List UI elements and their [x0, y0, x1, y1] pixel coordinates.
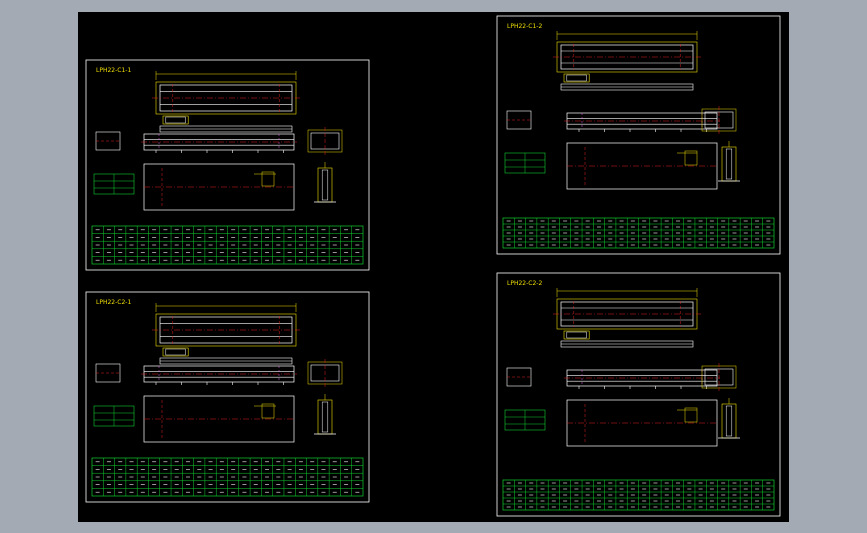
drawing-sheet-2: LPH22-C1-2 — [496, 15, 781, 255]
section-view — [721, 146, 737, 182]
carriage-body — [566, 331, 587, 339]
carriage-block — [162, 115, 189, 125]
callout-box — [261, 171, 275, 187]
callout-box — [261, 403, 275, 419]
carriage-body — [165, 116, 186, 124]
section-web — [321, 401, 329, 433]
section-web — [725, 405, 733, 437]
sheet-title: LPH22-C2-2 — [507, 280, 542, 287]
carriage-body — [566, 74, 587, 82]
section-view — [317, 399, 333, 435]
carriage-body — [165, 348, 186, 356]
sheet-frame — [85, 291, 370, 503]
callout-box — [684, 150, 698, 166]
carriage-block — [162, 347, 189, 357]
drawing-sheet-4: LPH22-C2-2 — [496, 272, 781, 517]
section-web — [321, 169, 329, 201]
callout-box — [684, 407, 698, 423]
sheet-frame — [496, 15, 781, 255]
section-web — [725, 148, 733, 180]
drawing-sheet-1: LPH22-C1-1 — [85, 59, 370, 271]
sheet-title: LPH22-C1-2 — [507, 23, 542, 30]
carriage-block — [563, 330, 590, 340]
section-view — [721, 403, 737, 439]
sheet-frame — [496, 272, 781, 517]
sheet-title: LPH22-C2-1 — [96, 299, 131, 306]
sheet-frame — [85, 59, 370, 271]
carriage-block — [563, 73, 590, 83]
sheet-title: LPH22-C1-1 — [96, 67, 131, 74]
drawing-sheet-3: LPH22-C2-1 — [85, 291, 370, 503]
section-view — [317, 167, 333, 203]
